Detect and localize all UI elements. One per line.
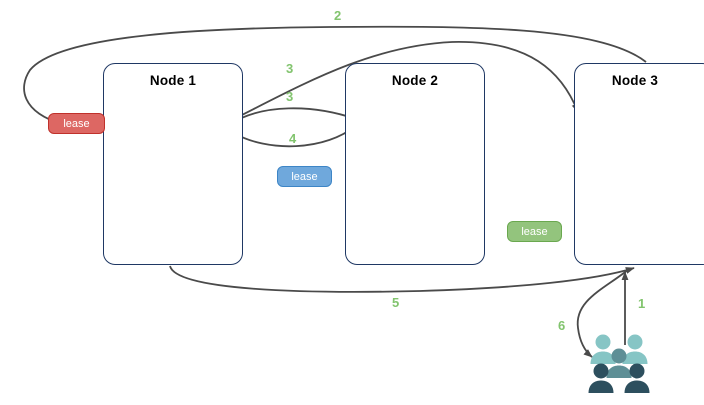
node-container-2[interactable]: Node 2 <box>345 63 485 265</box>
lease-label: lease <box>63 117 90 130</box>
edge-step-3-to-node2 <box>229 107 357 125</box>
lease-badge-red[interactable]: lease <box>48 113 105 134</box>
node-container-3[interactable]: Node 3 <box>574 63 704 265</box>
step-label-3a: 3 <box>286 61 294 76</box>
node-title-1: Node 1 <box>149 73 197 88</box>
step-label-3b: 3 <box>286 89 294 104</box>
step-label-2: 2 <box>334 8 342 23</box>
people-group-icon <box>588 334 650 393</box>
lease-label: lease <box>521 225 548 238</box>
edge-step-5 <box>169 265 635 293</box>
step-label-4: 4 <box>289 131 297 146</box>
lease-badge-green[interactable]: lease <box>507 221 562 242</box>
step-label-6: 6 <box>558 318 566 333</box>
lease-label: lease <box>291 170 318 183</box>
lease-badge-blue[interactable]: lease <box>277 166 332 187</box>
node-container-1[interactable]: Node 1 <box>103 63 243 265</box>
node-title-3: Node 3 <box>611 73 659 88</box>
step-label-1: 1 <box>638 296 646 311</box>
step-label-5: 5 <box>392 295 400 310</box>
node-title-2: Node 2 <box>391 73 439 88</box>
people-front-row <box>588 363 650 393</box>
